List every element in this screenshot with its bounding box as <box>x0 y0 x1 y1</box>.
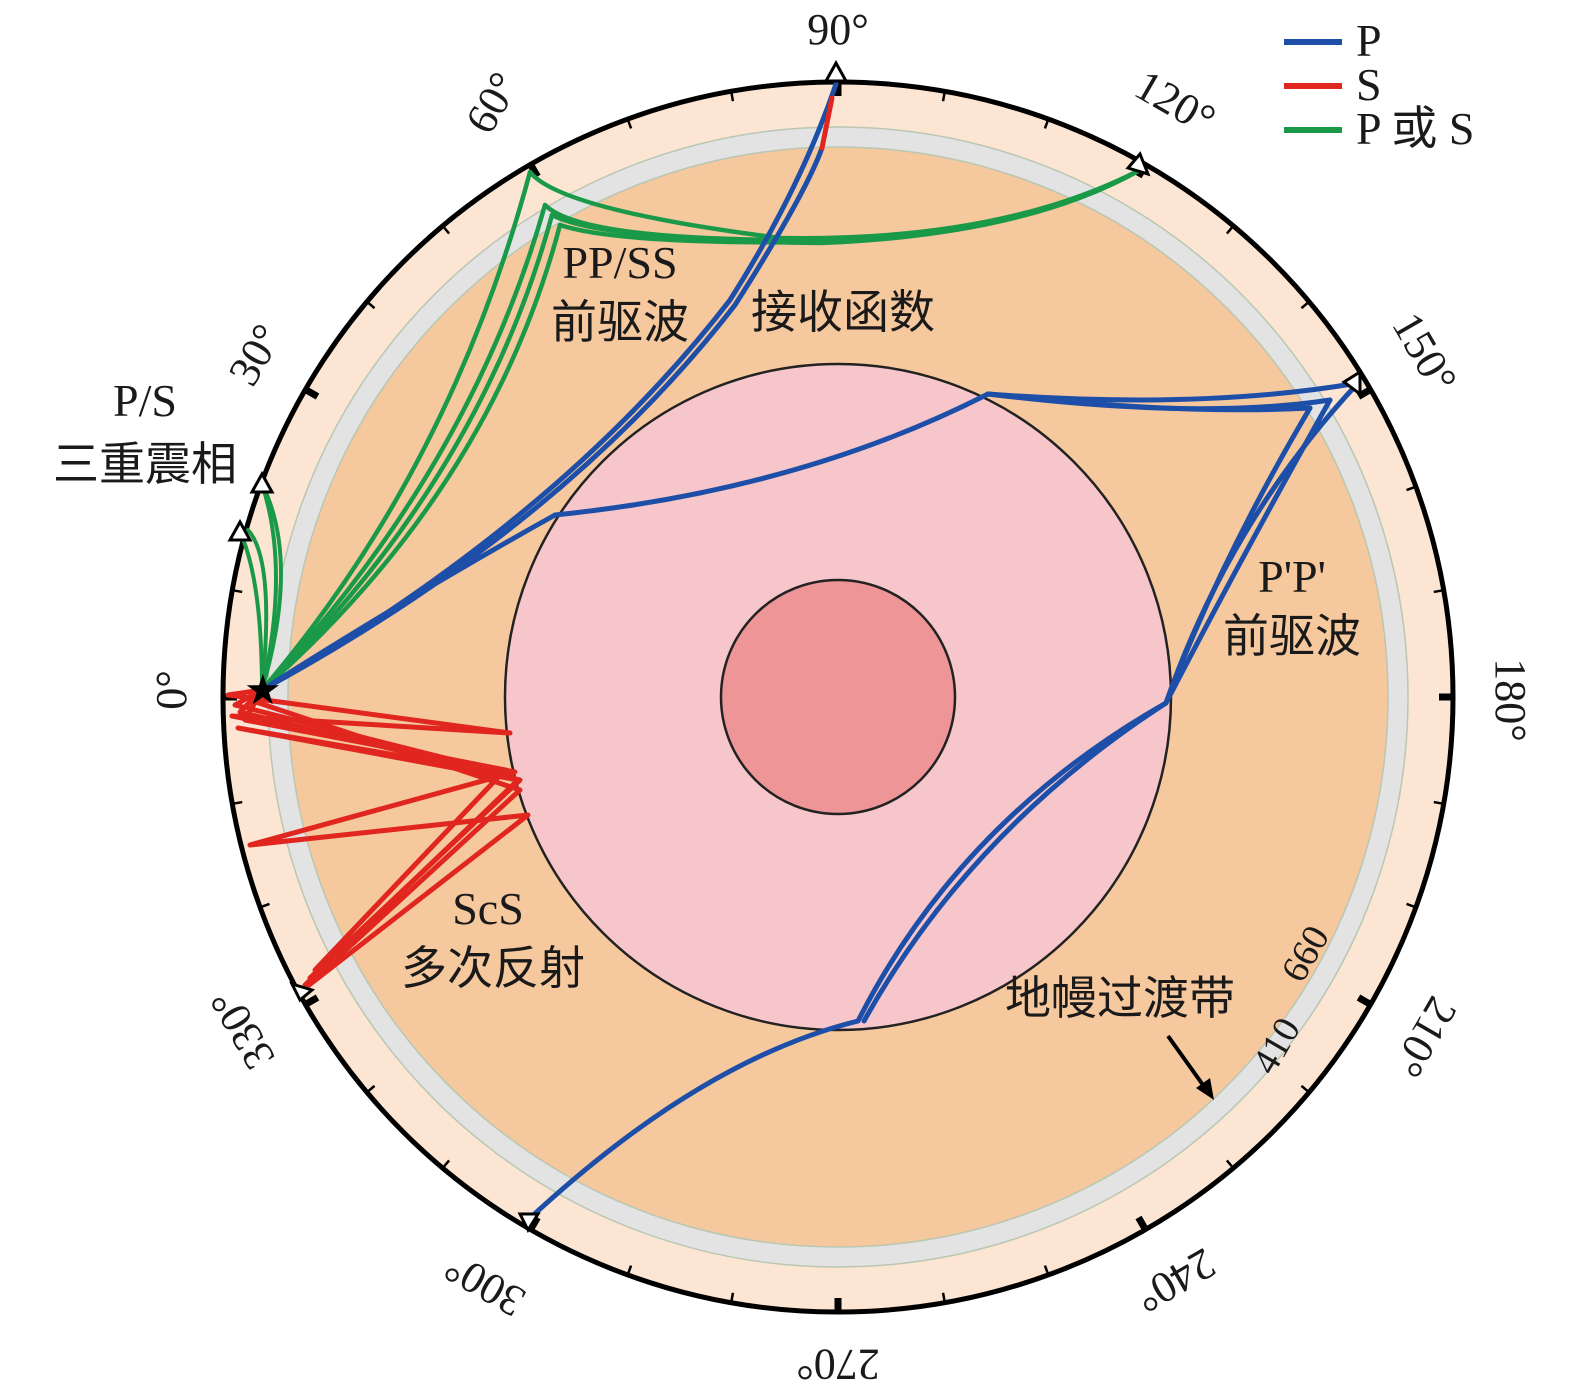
annotation-pp-prime-line2: 前驱波 <box>1223 611 1361 662</box>
tick-300 <box>527 1215 541 1232</box>
tick-50 <box>441 225 451 235</box>
tick-110 <box>1043 118 1050 129</box>
tick-100 <box>941 91 947 102</box>
station-marker-120 <box>1125 151 1151 177</box>
degree-label-60: 60° <box>456 64 529 142</box>
annotation-scs-line2: 多次反射 <box>401 943 585 994</box>
degree-label-210: 210° <box>1382 989 1466 1086</box>
degree-label-330: 330° <box>200 981 284 1078</box>
tick-160 <box>1406 485 1417 492</box>
tick-330 <box>303 994 320 1008</box>
tick-40 <box>366 300 376 310</box>
inner-core <box>719 578 957 816</box>
station-marker-300 <box>517 1212 541 1234</box>
degree-label-270: 270° <box>796 1340 880 1385</box>
tick-350 <box>232 800 243 806</box>
degree-label-300: 300° <box>436 1242 533 1326</box>
station-markers <box>227 59 1362 1234</box>
pp-ss-precursor-rays <box>259 167 1143 693</box>
annotation-ps-line1: P/S <box>113 375 177 426</box>
legend-label-s: S <box>1356 59 1382 110</box>
annotation-receiver-function: 接收函数 <box>751 287 935 338</box>
legend: P S P 或 S <box>1284 15 1474 154</box>
tick-170 <box>1433 588 1444 594</box>
scs-reverberation-rays <box>225 687 531 995</box>
station-marker-triplication-a <box>249 470 275 494</box>
tick-260 <box>941 1292 947 1303</box>
receiver-function-s-segment <box>819 95 835 151</box>
annotation-pp-prime-line1: P'P' <box>1258 551 1326 602</box>
station-marker-150 <box>1341 369 1362 397</box>
tick-80 <box>729 91 735 102</box>
degree-label-120: 120° <box>1127 60 1224 144</box>
triplication-rays <box>238 482 283 692</box>
degree-label-240: 240° <box>1127 1238 1224 1322</box>
annotation-mantle-transition-zone: 地幔过渡带 <box>1005 973 1235 1024</box>
annotation-ppss-line1: PP/SS <box>562 237 677 288</box>
arrow-icon <box>1166 1034 1210 1094</box>
legend-label-p: P <box>1356 15 1382 66</box>
tick-60 <box>527 162 541 179</box>
tick-10 <box>232 588 243 594</box>
degree-label-0: 0° <box>147 670 196 710</box>
tick-290 <box>626 1265 633 1276</box>
annotation-scs-line1: ScS <box>452 883 524 934</box>
tick-220 <box>1300 1084 1310 1094</box>
tick-190 <box>1433 800 1444 806</box>
source-star-icon: ★ <box>244 668 282 714</box>
tick-310 <box>441 1159 451 1169</box>
degree-label-150: 150° <box>1382 304 1466 401</box>
tick-130 <box>1225 225 1235 235</box>
tick-240 <box>1135 1215 1149 1232</box>
earth-layers <box>220 79 1456 1315</box>
legend-label-p-or-s: P 或 S <box>1356 103 1474 154</box>
tick-340 <box>259 902 270 909</box>
tick-280 <box>729 1292 735 1303</box>
tick-200 <box>1406 902 1417 909</box>
tick-250 <box>1043 1265 1050 1276</box>
tick-230 <box>1225 1159 1235 1169</box>
station-marker-330 <box>289 981 316 1003</box>
station-marker-90 <box>823 59 849 83</box>
arrowhead-icon <box>1196 1078 1214 1100</box>
annotation-ps-line2: 三重震相 <box>53 439 237 490</box>
tick-30 <box>303 386 320 400</box>
degree-label-30: 30° <box>219 316 292 394</box>
annotation-ppss-line2: 前驱波 <box>551 297 689 348</box>
tick-210 <box>1356 994 1373 1008</box>
tick-140 <box>1300 300 1310 310</box>
tick-320 <box>366 1084 376 1094</box>
ray-paths <box>225 81 1361 1223</box>
tick-70 <box>626 118 633 129</box>
pp-prime-precursor-rays <box>259 380 1361 1223</box>
degree-label-90: 90° <box>807 5 869 54</box>
degree-label-180: 180° <box>1486 658 1535 742</box>
station-marker-triplication-b <box>227 518 253 542</box>
